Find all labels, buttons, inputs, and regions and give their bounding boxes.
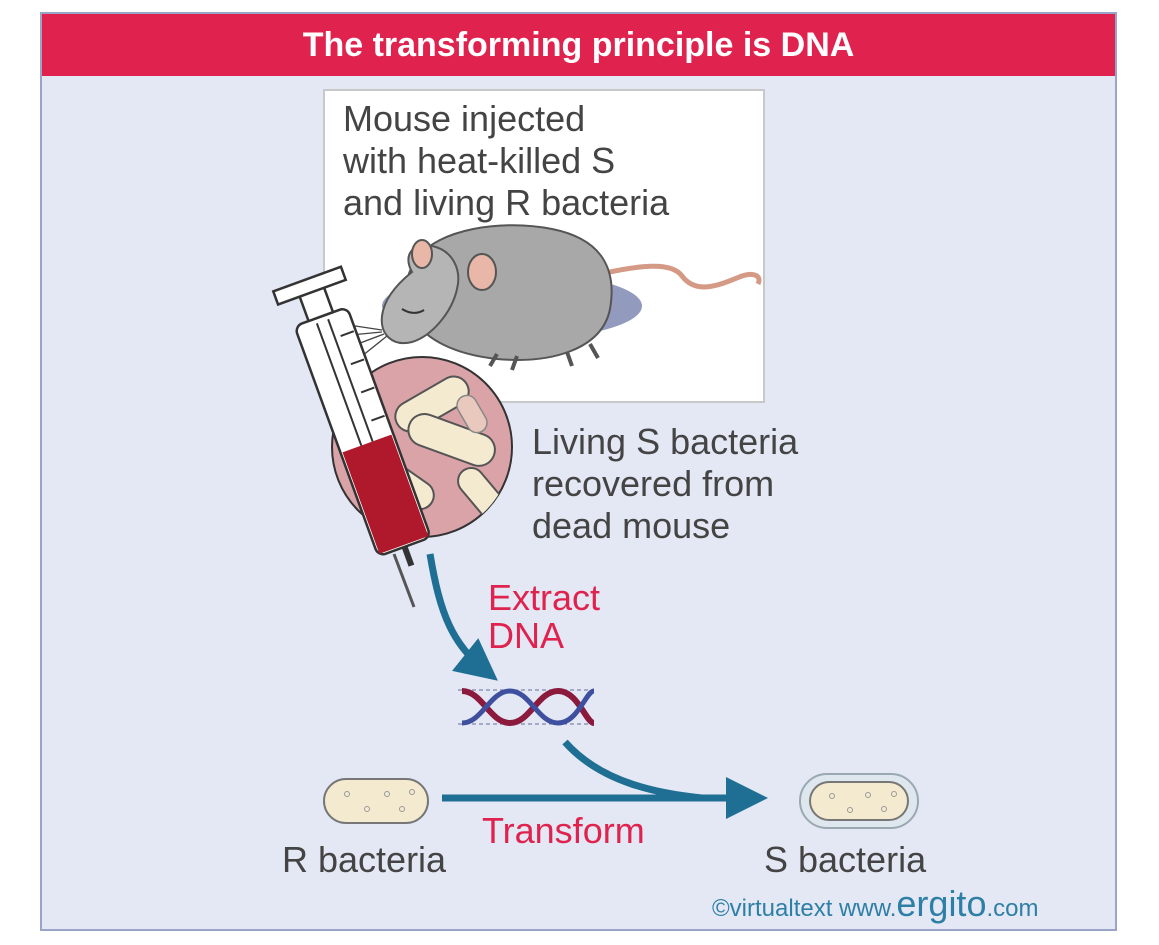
s-bacteria-label: S bacteria (764, 839, 927, 880)
credit-brand: ergito (896, 883, 987, 924)
mouse-icon (339, 224, 762, 371)
diagram-title: The transforming principle is DNA (42, 14, 1115, 76)
s-bacterium-icon (799, 773, 919, 829)
r-bacterium-icon (323, 778, 429, 824)
dna-helix-icon (458, 687, 596, 727)
extract-dna-label: Extract DNA (488, 577, 601, 656)
diagram-artwork (271, 224, 919, 829)
credit-suffix: .com (986, 895, 1039, 922)
r-bacteria-label: R bacteria (282, 839, 447, 880)
copyright-credit: ©virtualtext www.ergito.com (712, 886, 1038, 927)
recovered-bacteria-caption: Living S bacteria recovered from dead mo… (532, 421, 799, 546)
syringe-icon (271, 265, 430, 608)
dna-to-s-arrow (562, 739, 703, 802)
extract-arrow (426, 553, 498, 681)
transform-label: Transform (482, 810, 645, 851)
credit-prefix: ©virtualtext www. (712, 895, 897, 922)
diagram-frame: The transforming principle is DNA (40, 12, 1117, 931)
mouse-caption: Mouse injected with heat-killed S and li… (343, 98, 670, 223)
